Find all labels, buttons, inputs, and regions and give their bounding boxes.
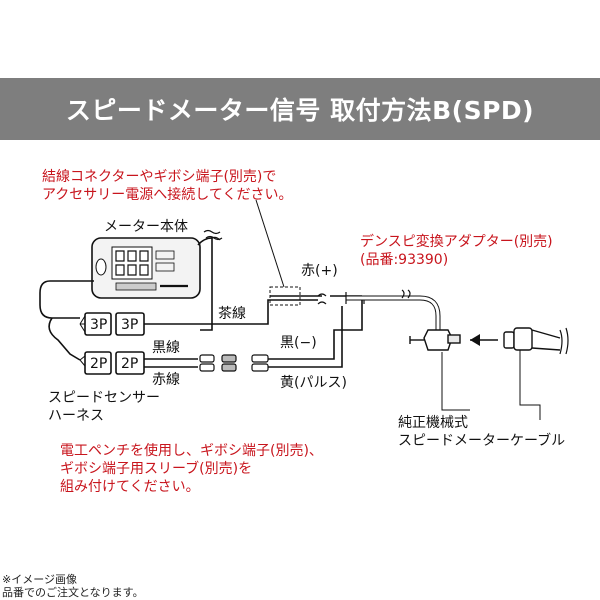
- note-bottom-line3: 組み付けてください。: [60, 479, 200, 495]
- footer-order-note: 品番でのご注文となります。: [2, 586, 144, 599]
- footer-image-note: ※イメージ画像: [2, 573, 77, 586]
- black-wire-label: 黒線: [152, 340, 180, 356]
- meter-cable-loop: [39, 280, 94, 319]
- conversion-adapter: [409, 329, 461, 351]
- meter-display: [111, 246, 153, 280]
- gibosi-terminals: [199, 354, 269, 372]
- note-top-line2: アクセサリー電源へ接続してください。: [42, 187, 293, 203]
- brown-wire: [144, 299, 318, 325]
- meter-button: [95, 258, 107, 276]
- cable-label-line1: 純正機械式: [398, 415, 468, 431]
- meter-body-label: メーター本体: [104, 219, 188, 235]
- accessory-pointer: [255, 199, 285, 288]
- connector-3p-right-label: 3P: [121, 317, 139, 333]
- adapter-label: デンスピ変換アダプター(別売) (品番:93390): [360, 233, 553, 269]
- yellow-pulse-label: 黄(パルス): [280, 375, 347, 391]
- note-accessory-connection: 結線コネクターやギボシ端子(別売)で アクセサリー電源へ接続してください。: [42, 168, 292, 204]
- connector-2p-right-label: 2P: [121, 356, 139, 372]
- note-crimp-instructions: 電工ペンチを使用し、ギボシ端子(別売)、 ギボシ端子用スリーブ(別売)を 組み付…: [60, 442, 323, 496]
- adapter-harness: [346, 295, 441, 334]
- speedometer-cable-label: 純正機械式 スピードメーターケーブル: [398, 414, 565, 450]
- red-wire-label: 赤線: [152, 372, 180, 388]
- note-top-line1: 結線コネクターやギボシ端子(別売)で: [42, 169, 277, 185]
- adapter-label-line2: (品番:93390): [360, 252, 449, 268]
- connector-3p-left-label: 3P: [90, 317, 108, 333]
- connector-2p-left-label: 2P: [90, 356, 108, 372]
- note-bottom-line1: 電工ペンチを使用し、ギボシ端子(別売)、: [60, 443, 323, 459]
- cable-label-line2: スピードメーターケーブル: [398, 433, 566, 449]
- title-banner: スピードメーター信号 取付方法B(SPD): [0, 78, 600, 140]
- connector-2p-left: [84, 351, 112, 375]
- brown-wire-label: 茶線: [218, 306, 246, 322]
- harness-label-line2: ハーネス: [48, 408, 104, 424]
- speedometer-cable: [441, 327, 569, 420]
- accessory-connection-box: [269, 286, 301, 306]
- note-bottom-line2: ギボシ端子用スリーブ(別売)を: [60, 461, 253, 477]
- harness-label-line1: スピードセンサー: [48, 390, 160, 406]
- red-plus-label: 赤(+): [301, 263, 338, 279]
- black-minus-label: 黒(−): [280, 335, 317, 351]
- adapter-label-line1: デンスピ変換アダプター(別売): [360, 234, 553, 250]
- speed-sensor-harness-label: スピードセンサー ハーネス: [48, 389, 160, 425]
- page-title: スピードメーター信号 取付方法B(SPD): [65, 96, 535, 125]
- connector-2p-right: [115, 351, 145, 375]
